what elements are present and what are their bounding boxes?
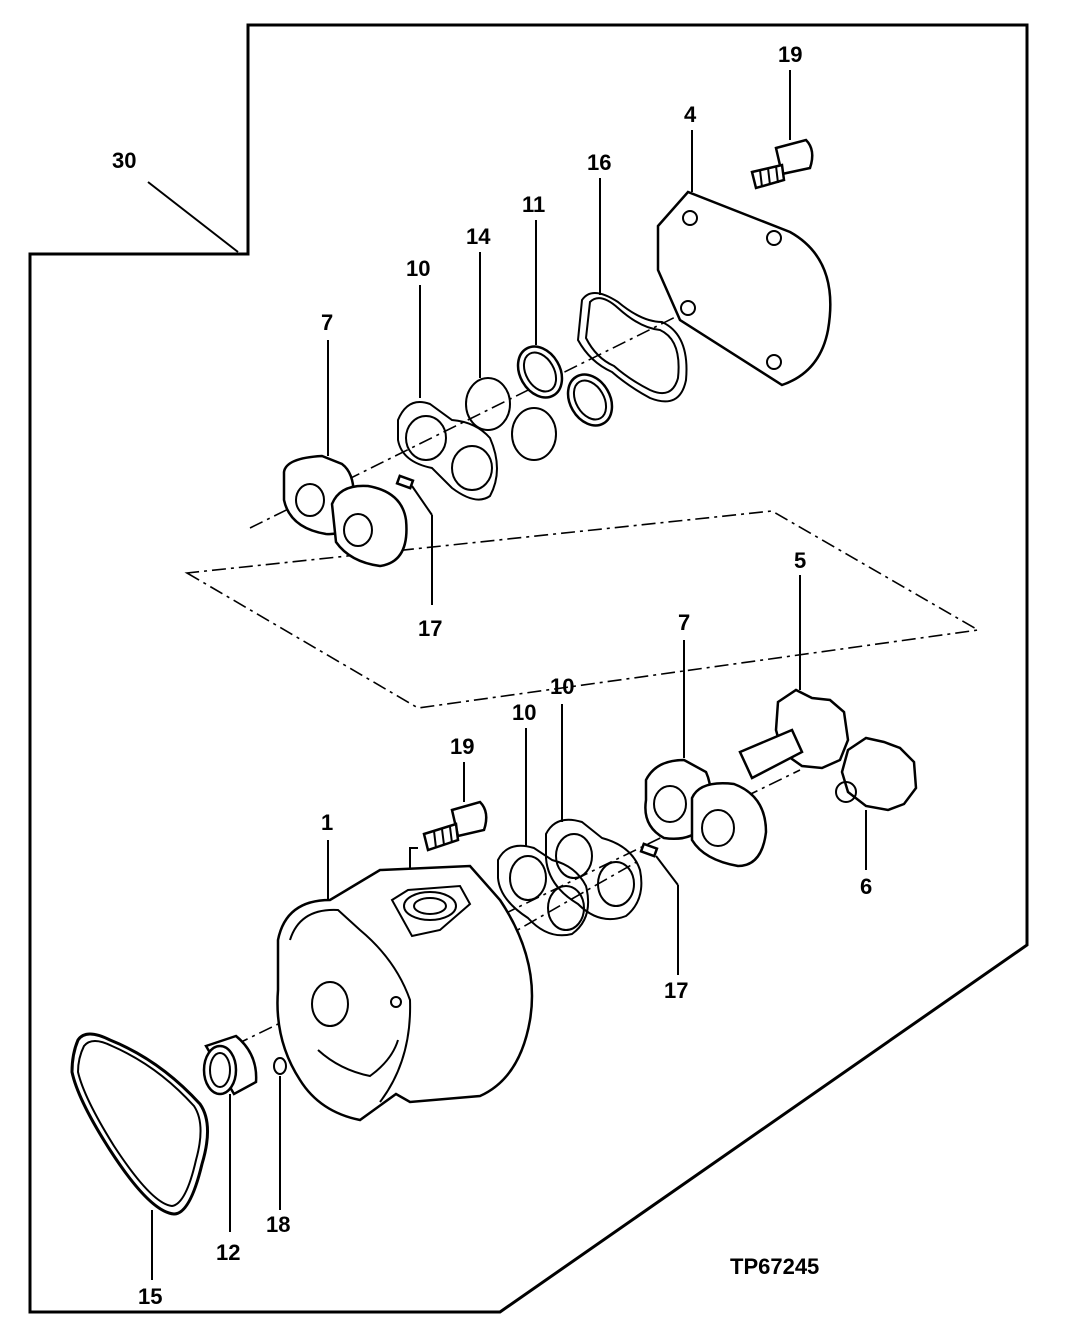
dowel-pin-upper xyxy=(395,474,433,605)
callout-15: 15 xyxy=(138,1284,162,1309)
wear-plate-upper xyxy=(397,285,498,501)
dowel-pin-lower xyxy=(639,842,679,975)
o-ring-upper xyxy=(465,252,557,461)
callout-10-upper: 10 xyxy=(406,256,430,281)
bushing xyxy=(202,1034,258,1232)
callout-6: 6 xyxy=(860,874,872,899)
diagram-border xyxy=(28,23,1029,1314)
o-ring-small xyxy=(273,1057,287,1210)
callout-4: 4 xyxy=(684,102,697,127)
callout-7-upper: 7 xyxy=(321,310,333,335)
cap-screw-upper xyxy=(750,70,814,190)
callout-18: 18 xyxy=(266,1212,290,1237)
wear-plate-lower-front xyxy=(497,728,590,937)
callout-19-lower: 19 xyxy=(450,734,474,759)
cover-plate xyxy=(656,130,832,387)
callout-14: 14 xyxy=(466,224,491,249)
callout-1: 1 xyxy=(321,810,333,835)
idler-gear xyxy=(835,736,918,870)
figure-reference-code: TP67245 xyxy=(730,1254,819,1279)
callout-10-lower-front: 10 xyxy=(512,700,536,725)
o-ring-large xyxy=(70,1032,210,1280)
assembly-outline-dashed xyxy=(184,510,981,709)
callout-5: 5 xyxy=(794,548,806,573)
callout-30: 30 xyxy=(112,148,136,173)
callout-16: 16 xyxy=(587,150,611,175)
callout-11: 11 xyxy=(522,192,545,217)
wear-plate-lower-back xyxy=(545,704,643,920)
callout-12: 12 xyxy=(216,1240,240,1265)
gasket-figure-eight xyxy=(576,178,688,403)
bearing-block-lower xyxy=(644,640,768,868)
bushing-upper xyxy=(516,220,614,427)
drive-gear xyxy=(738,575,850,780)
bearing-block-upper xyxy=(282,340,408,568)
border-leader-30 xyxy=(147,181,239,253)
callout-17-upper: 17 xyxy=(418,616,442,641)
callout-10-lower-back: 10 xyxy=(550,674,574,699)
callout-7-lower: 7 xyxy=(678,610,690,635)
callout-17-lower: 17 xyxy=(664,978,688,1003)
cap-screw-lower xyxy=(409,762,488,880)
callout-19-upper: 19 xyxy=(778,42,802,67)
pump-body xyxy=(276,840,534,1122)
